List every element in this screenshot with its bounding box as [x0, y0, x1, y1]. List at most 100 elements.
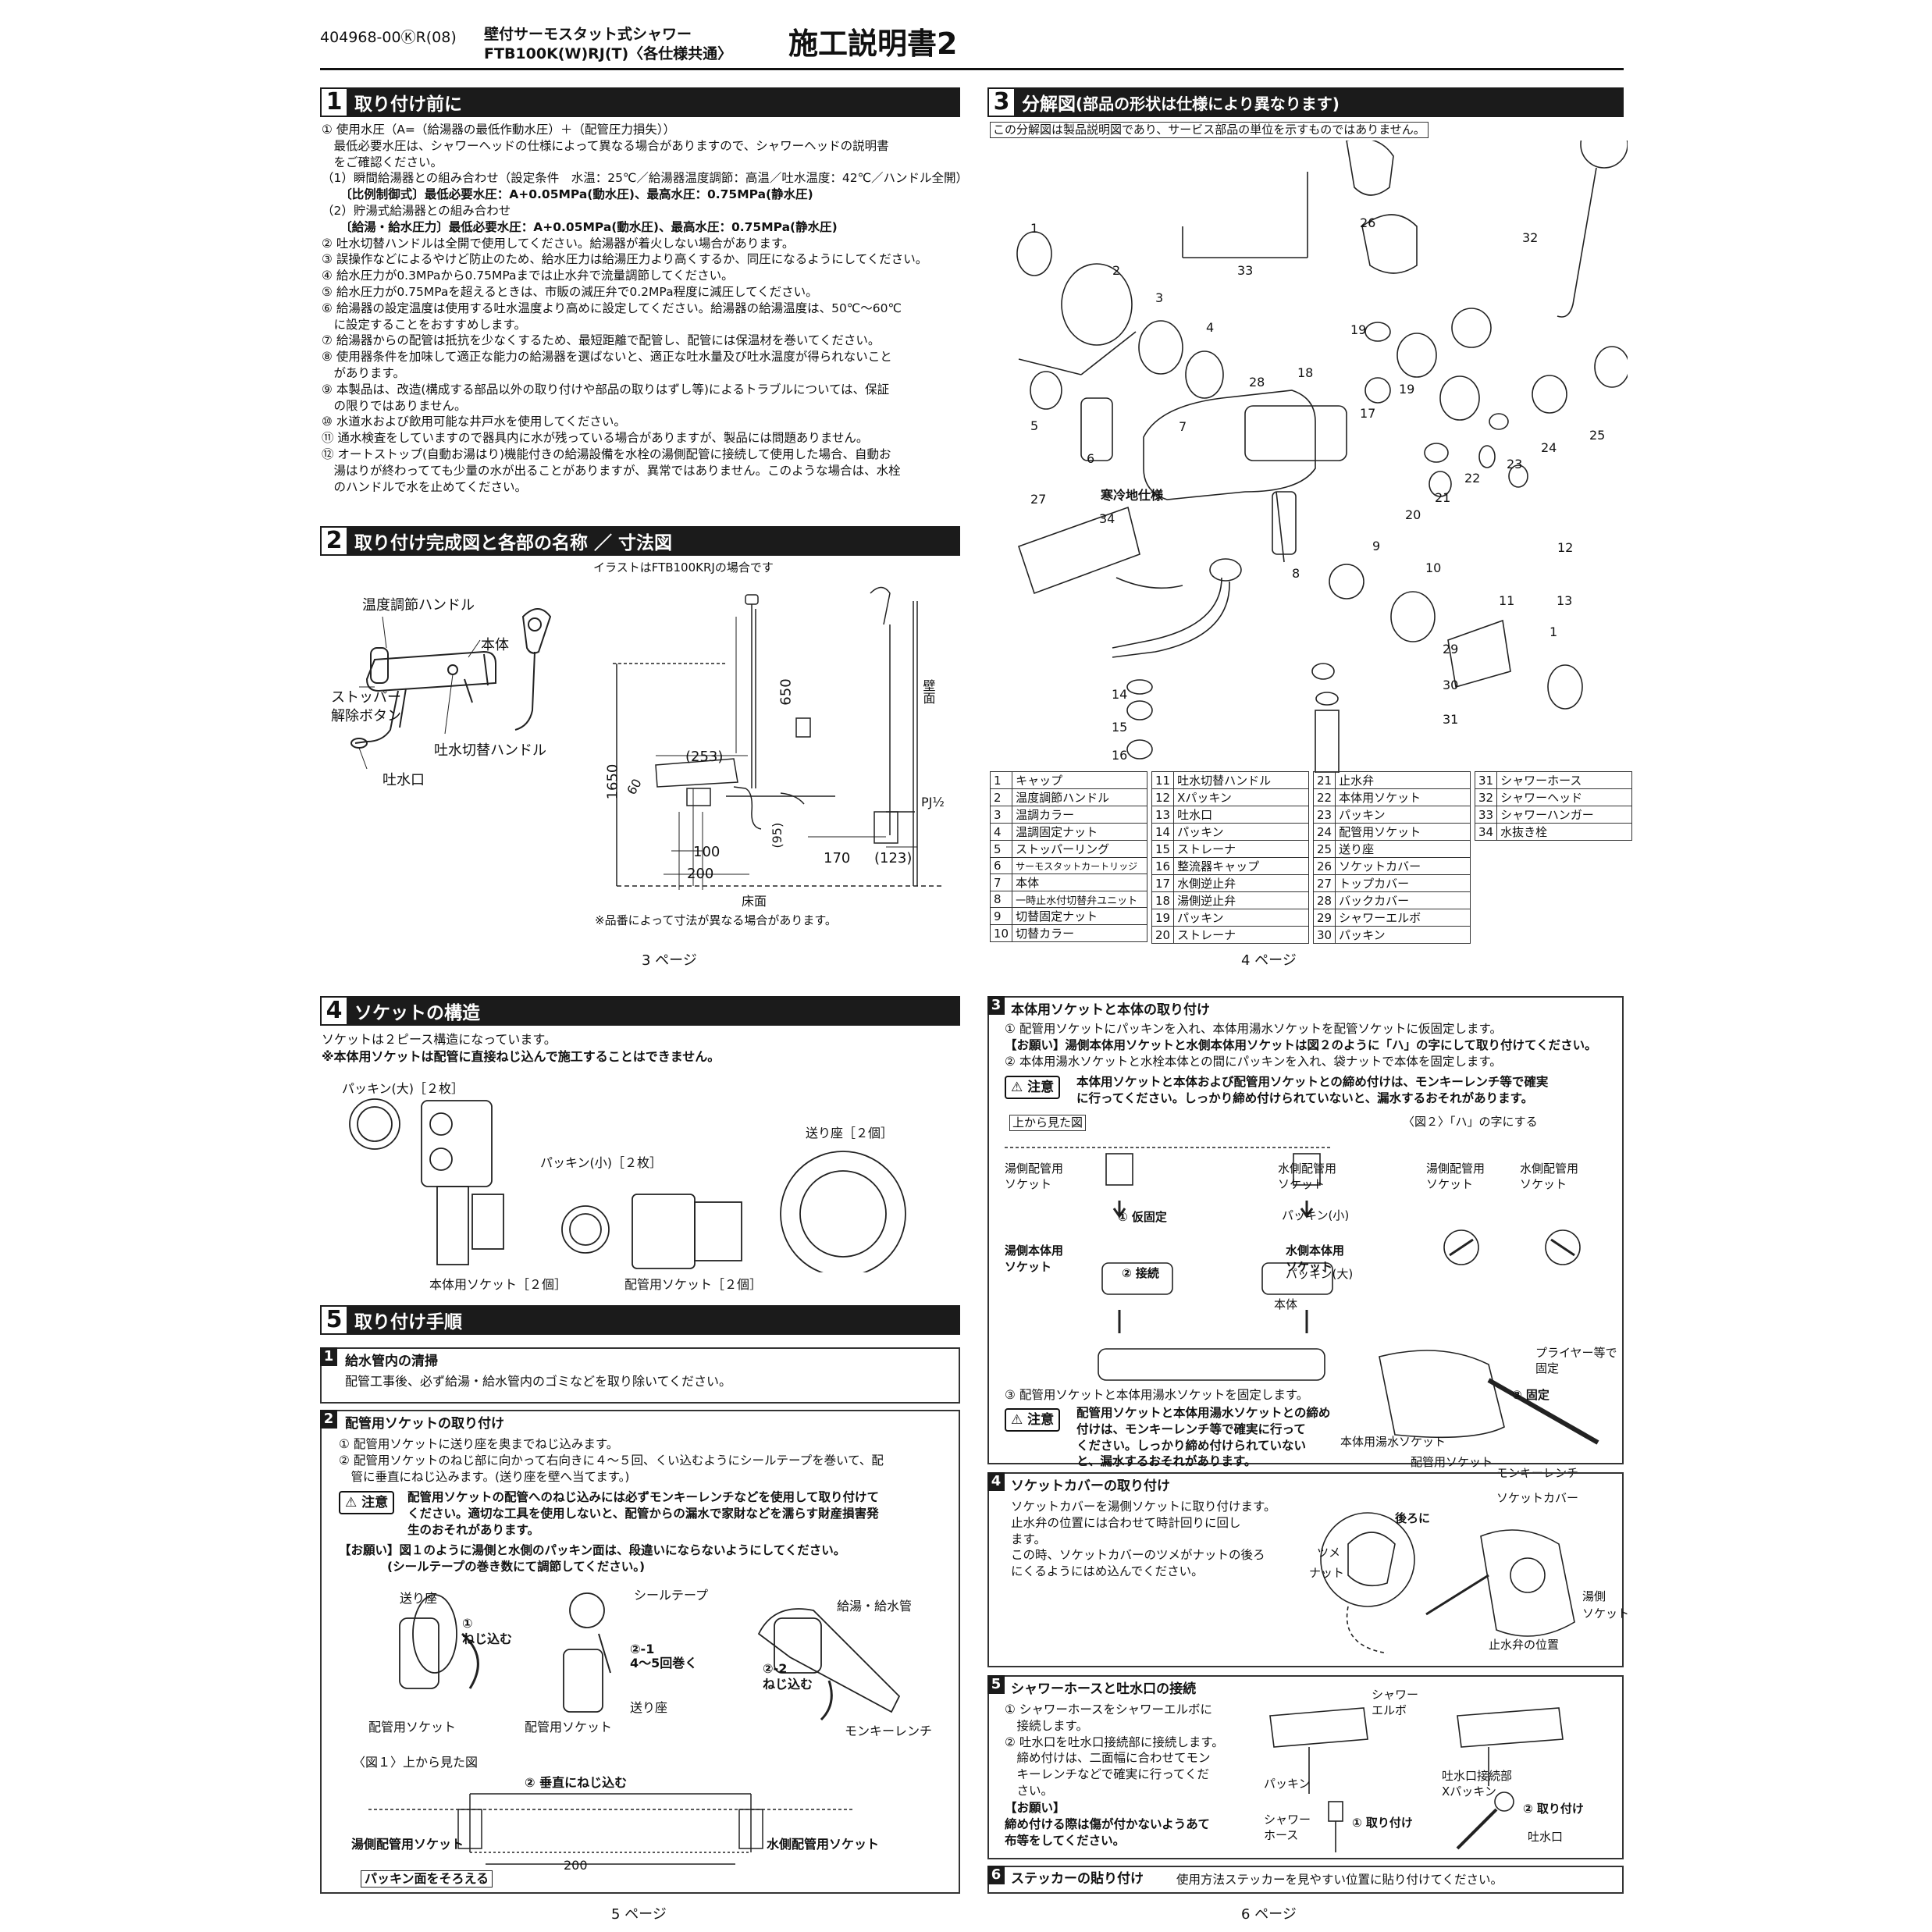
step-2-box: 2 配管用ソケットの取り付け ① 配管用ソケットに送り座を奥までねじ込みます。②…	[320, 1410, 960, 1894]
caution-block: ⚠ 注意	[339, 1491, 395, 1514]
step-3-lines: ① 配管用ソケットにパッキンを入れ、本体用湯水ソケットを配管ソケットに仮固定しま…	[1005, 1021, 1597, 1069]
text-line: この時、ソケットカバーのツメがナットの後ろ	[1011, 1548, 1265, 1563]
step-title: ステッカーの貼り付け	[1011, 1871, 1144, 1887]
text-line: 〔給湯・給水圧力〕最低必要水圧：A+0.05MPa(動水圧)、最高水圧：0.75…	[322, 219, 838, 234]
text-line: ① 使用水圧（A=（給湯器の最低作動水圧）＋（配管圧力損失））	[322, 123, 676, 137]
figure-label: Xパッキン	[1442, 1784, 1496, 1799]
part-name: 温度調節ハンドル	[1012, 788, 1147, 806]
part-callout: 22	[1464, 471, 1481, 486]
part-number: 12	[1151, 788, 1175, 806]
part-callout: 9	[1372, 539, 1381, 553]
figure-label: ① 仮固定	[1118, 1210, 1167, 1224]
step-4-figures	[1320, 1512, 1575, 1654]
figure-label: ② 接続	[1122, 1266, 1159, 1280]
text-line: ⑧ 使用器条件を加味して適正な能力の給湯器を選ばないと、適正な吐水量及び吐水温度…	[322, 350, 892, 365]
fig2-caption: 〈図２〉「ハ」の字にする	[1403, 1115, 1538, 1129]
figure-label: ねじ込む	[763, 1677, 813, 1692]
step-2-request: 【お願い】図１のように湯側と水側のパッキン面は、段違いにならないようにしてくださ…	[339, 1542, 845, 1575]
label-packing-large: パッキン(大)［２枚］	[342, 1081, 464, 1096]
part-name: パッキン	[1335, 806, 1471, 824]
text-line: 配管用ソケットと本体用湯水ソケットとの締め	[1076, 1406, 1331, 1420]
part-name: トップカバー	[1335, 874, 1471, 892]
fig1-dim-200: 200	[564, 1858, 588, 1873]
section-number: 4	[320, 996, 348, 1026]
text-line: ⑦ 給湯器からの配管は抵抗を少なくするため、最短距離で配管し、配管には保温材を巻…	[322, 333, 881, 348]
step-1-box: 1 給水管内の清掃 配管工事後、必ず給湯・給水管内のゴミなどを取り除いてください…	[320, 1347, 960, 1404]
part-number: 28	[1312, 891, 1336, 909]
figure-label: 送り座	[400, 1591, 438, 1606]
figure-label: パッキン(大)	[1286, 1267, 1354, 1281]
part-number: 21	[1312, 771, 1336, 789]
part-name: 本体	[1012, 873, 1147, 891]
part-callout: 24	[1541, 440, 1557, 455]
part-name: サーモスタットカートリッジ	[1012, 857, 1147, 874]
text-line: ② 吐水切替ハンドルは全開で使用してください。給湯器が着火しない場合があります。	[322, 236, 795, 251]
text-line: 締め付けは、二面幅に合わせてモン	[1005, 1751, 1211, 1766]
figure-label: ② 取り付け	[1523, 1802, 1584, 1816]
step-title: 給水管内の清掃	[345, 1354, 438, 1369]
part-name: 吐水切替ハンドル	[1173, 771, 1309, 789]
figure-label: 吐水口接続部	[1442, 1769, 1513, 1783]
figure-label: ソケット	[1005, 1177, 1052, 1191]
part-callout: 8	[1292, 566, 1300, 581]
part-name: 送り座	[1335, 840, 1471, 858]
figure-label: 配管用ソケット	[368, 1720, 457, 1735]
step-5-lines: ① シャワーホースをシャワーエルボに 接続します。② 吐水口を吐水口接続部に接続…	[1005, 1702, 1224, 1799]
dim-200: 200	[687, 866, 714, 882]
section-5-header: 5 取り付け手順	[320, 1305, 960, 1335]
figure-label: 本体用湯水ソケット	[1340, 1435, 1446, 1449]
part-callout: 2	[1112, 263, 1121, 278]
text-line: 生のおそれがあります。	[407, 1522, 539, 1537]
fig1-hot-socket: 湯側配管用ソケット	[351, 1837, 464, 1852]
part-name: シャワーエルボ	[1335, 909, 1471, 927]
section-title: 取り付け前に	[354, 94, 462, 115]
figure-label: ソケット	[1520, 1177, 1567, 1191]
dim-pj: PJ½	[921, 795, 945, 809]
part-name: 水側逆止弁	[1173, 874, 1309, 892]
step-text: 配管工事後、必ず給湯・給水管内のゴミなどを取り除いてください。	[345, 1374, 732, 1389]
text-line: 湯はりが終わってても少量の水が出ることがありますが、異常ではありません。このよう…	[322, 463, 901, 478]
text-line: ② 吐水口を吐水口接続部に接続します。	[1005, 1735, 1224, 1749]
part-number: 23	[1312, 806, 1336, 824]
page-number-6: 6 ページ	[1241, 1906, 1297, 1923]
part-callout: 4	[1206, 320, 1215, 335]
text-line: に設定することをおすすめします。	[322, 317, 526, 332]
part-name: 整流器キャップ	[1173, 857, 1309, 875]
text-line: ① 配管用ソケットにパッキンを入れ、本体用湯水ソケットを配管ソケットに仮固定しま…	[1005, 1022, 1502, 1036]
part-callout: 3	[1155, 290, 1164, 305]
part-number: 14	[1151, 823, 1175, 841]
figure-label: 湯側配管用	[1005, 1162, 1064, 1176]
figure-label: ナット	[1309, 1566, 1345, 1580]
product-model: FTB100K(W)RJ(T)〈各仕様共通〉	[484, 45, 733, 62]
part-callout: 33	[1237, 263, 1254, 278]
section-3-header: 3 分解図 (部品の形状は仕様により異なります)	[987, 87, 1624, 117]
figure-label: ソケット	[1005, 1260, 1052, 1274]
part-number: 8	[989, 891, 1013, 908]
label-flange: 送り座［２個］	[806, 1126, 894, 1140]
part-name: シャワーハンガー	[1496, 806, 1632, 824]
part-number: 6	[989, 857, 1013, 874]
dim-95: (95)	[770, 822, 785, 849]
text-line: 止水弁の位置には合わせて時計回りに回し	[1011, 1515, 1241, 1530]
part-name: 本体用ソケット	[1335, 788, 1471, 806]
part-number: 19	[1151, 909, 1175, 927]
fig1-top-view	[368, 1793, 852, 1865]
illustration-note: イラストはFTB100KRJの場合です	[593, 560, 774, 575]
step-title: 本体用ソケットと本体の取り付け	[1011, 1002, 1210, 1018]
part-name: 切替固定ナット	[1012, 907, 1147, 925]
text-line: と、漏水するおそれがあります。	[1076, 1454, 1257, 1469]
text-line: に行ってください。しっかり締め付けられていないと、漏水するおそれがあります。	[1076, 1091, 1534, 1105]
part-callout: 25	[1589, 428, 1606, 443]
figure-label: プライヤー等で	[1535, 1346, 1617, 1360]
text-line: キーレンチなどで確実に行ってくだ	[1005, 1767, 1209, 1782]
step-text: 使用方法ステッカーを見やすい位置に貼り付けてください。	[1176, 1873, 1503, 1887]
page-number-4: 4 ページ	[1241, 952, 1297, 969]
part-name: パッキン	[1335, 926, 1471, 944]
part-callout: 1	[1030, 221, 1039, 236]
section-number: 3	[987, 87, 1016, 117]
text-line: のハンドルで水を止めてください。	[322, 479, 528, 494]
step-tag: 5	[987, 1675, 1005, 1694]
